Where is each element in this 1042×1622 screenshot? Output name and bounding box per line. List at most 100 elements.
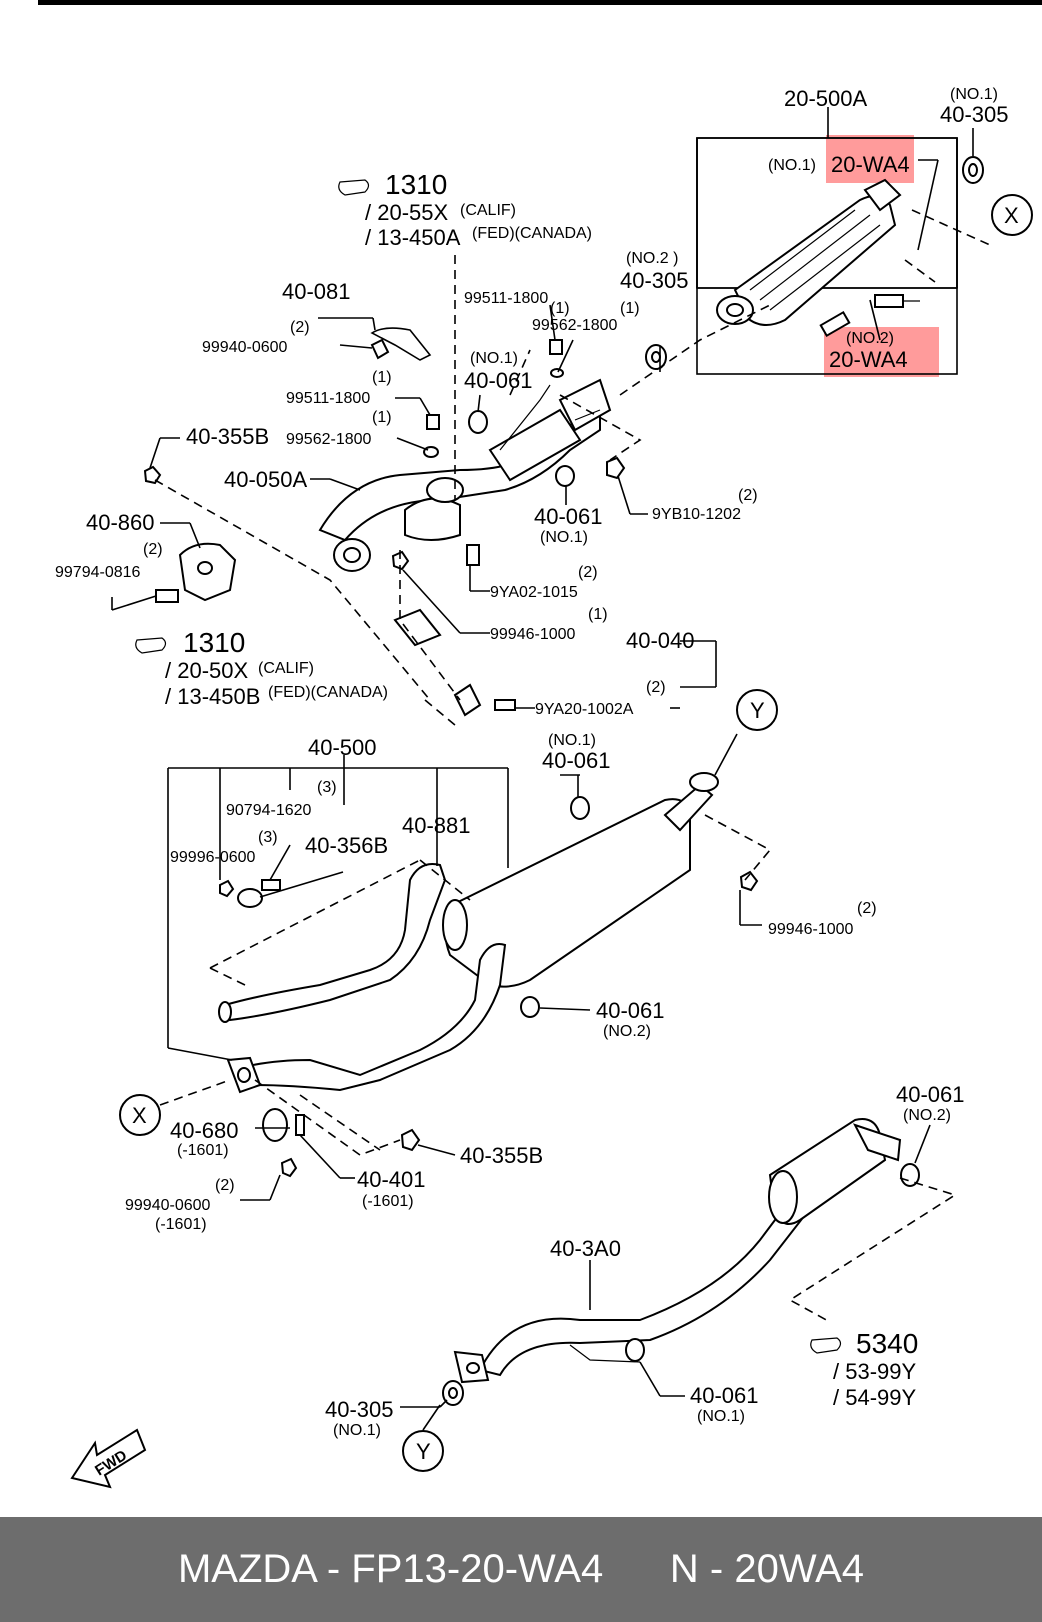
label-40-305-b: 40-305 — [620, 268, 689, 293]
label-no1-e: (NO.1) — [548, 732, 596, 749]
bolt-9ya20 — [494, 699, 516, 711]
catalytic-converter — [716, 178, 902, 326]
nut-40-355b-bottom — [400, 1128, 421, 1152]
label-calif-a: (CALIF) — [460, 202, 516, 219]
label-3-b: (3) — [258, 829, 278, 846]
forward-arrow-icon — [70, 1428, 147, 1489]
label-99946-b: 99946-1000 — [768, 921, 854, 938]
footer-n-part-number: N - 20WA4 — [669, 1547, 865, 1591]
label-40-680: 40-680 — [170, 1118, 239, 1143]
label-fed-canada-a: (FED)(CANADA) — [472, 225, 592, 242]
label-calif-b: (CALIF) — [258, 660, 314, 677]
label-1-a: (1) — [550, 300, 570, 317]
hanger-40-061-b — [555, 465, 575, 487]
label-no1-f: (NO.1) — [333, 1422, 381, 1439]
label-2-c: (2) — [143, 541, 163, 558]
label-no1-d: (NO.1) — [540, 529, 588, 546]
label-99562-b: 99562-1800 — [286, 431, 372, 448]
hanger-40-061-f — [625, 1338, 645, 1362]
footer-bar: MAZDA - FP13-20-WA4 N - 20WA4 — [0, 1517, 1042, 1622]
label-x-a: X — [1004, 203, 1019, 228]
label-2-e: (2) — [646, 679, 666, 696]
top-border — [38, 0, 1042, 5]
dashes-bottom — [788, 1177, 957, 1323]
highlight-20wa4-top — [826, 135, 914, 183]
label-99940-a: 99940-0600 — [202, 339, 288, 356]
bolt-99511-left — [426, 414, 440, 430]
label-40-500: 40-500 — [308, 735, 377, 760]
label-99562-a: 99562-1800 — [532, 317, 618, 334]
nut-99996 — [219, 879, 235, 898]
label-99946-a: 99946-1000 — [490, 626, 576, 643]
dashes-middle — [159, 814, 772, 1156]
bolt-99794 — [155, 589, 179, 603]
label-1310-a: 1310 — [385, 169, 447, 200]
label-1-b: (1) — [620, 300, 640, 317]
leaders-middle — [167, 733, 762, 1201]
exhaust-system-diagram: 20-500A (NO.1) 40-305 (NO.1) 20-WA4 X (N… — [55, 86, 1033, 1489]
bolt-99511-right — [549, 339, 563, 355]
label-no1-b: (NO.1) — [768, 157, 816, 174]
label-99794: 99794-0816 — [55, 564, 141, 581]
y-circle-top — [736, 689, 778, 731]
bracket-40-081 — [370, 327, 432, 361]
label-40-061-d: 40-061 — [596, 998, 665, 1023]
hanger-40-061-a — [468, 410, 488, 434]
bolt-9ya02 — [466, 544, 480, 566]
reference-hand-icon-5340 — [810, 1337, 842, 1354]
label-40-356b: 40-356B — [305, 833, 388, 858]
label-x-b: X — [132, 1103, 147, 1128]
label-40-860: 40-860 — [86, 510, 155, 535]
label-90794: 90794-1620 — [226, 802, 312, 819]
label-no2-c: (NO.2) — [603, 1023, 651, 1040]
y-circle-bottom — [402, 1430, 444, 1472]
label-40-881: 40-881 — [402, 813, 471, 838]
label-20-50x: / 20-50X — [165, 658, 248, 683]
label-20-500a: 20-500A — [784, 86, 868, 111]
hanger-40-061-c — [570, 796, 590, 820]
label-2-f: (2) — [857, 900, 877, 917]
label-5340: 5340 — [856, 1328, 918, 1359]
label-99511-b: 99511-1800 — [286, 390, 370, 407]
reference-hand-icon-1310-mid — [135, 637, 167, 654]
label-1-c: (1) — [372, 369, 392, 386]
label-13-450a: / 13-450A — [365, 225, 461, 250]
nut-99940-top — [370, 338, 390, 360]
label-99511-a: 99511-1800 — [464, 290, 548, 307]
label-54-99y: / 54-99Y — [833, 1385, 916, 1410]
label-2-d: (2) — [578, 564, 598, 581]
label-40-040: 40-040 — [626, 628, 695, 653]
label-1-d: (1) — [372, 409, 392, 426]
label-40-061-f: 40-061 — [690, 1383, 759, 1408]
flange-upper — [393, 608, 442, 647]
nut-9yb10 — [606, 456, 626, 480]
reference-hand-icon-1310-top — [338, 179, 370, 196]
label-no2-d: (NO.2) — [903, 1107, 951, 1124]
label-40-061-c: 40-061 — [542, 748, 611, 773]
label-40-305-c: 40-305 — [325, 1397, 394, 1422]
label-9ya20: 9YA20-1002A — [535, 701, 634, 718]
label-40-061-e: 40-061 — [896, 1082, 965, 1107]
label-99996: 99996-0600 — [170, 849, 256, 866]
nut-40-355b-top — [143, 465, 162, 485]
label-9ya02: 9YA02-1015 — [490, 584, 578, 601]
leaders-bottom — [400, 1124, 931, 1431]
bracket-40-401 — [295, 1114, 305, 1136]
label-20-wa4-a: 20-WA4 — [831, 152, 910, 177]
label-40-050a: 40-050A — [224, 467, 308, 492]
label-40-355b-b: 40-355B — [460, 1143, 543, 1168]
label-no2-a: (NO.2) — [846, 330, 894, 347]
label-40-061-b: 40-061 — [534, 504, 603, 529]
label-2-b: (2) — [738, 487, 758, 504]
converter-group-frame — [696, 137, 958, 375]
label-20-55x: / 20-55X — [365, 200, 448, 225]
pipe-40-500 — [226, 943, 507, 1094]
label-40-401: 40-401 — [357, 1167, 426, 1192]
label-1-e: (1) — [588, 606, 608, 623]
label-53-99y: / 53-99Y — [833, 1359, 916, 1384]
x-circle-top — [991, 194, 1033, 236]
label-no1-g: (NO.1) — [697, 1408, 745, 1425]
label-no1-a: (NO.1) — [950, 86, 998, 103]
label-no1-c: (NO.1) — [470, 350, 518, 367]
